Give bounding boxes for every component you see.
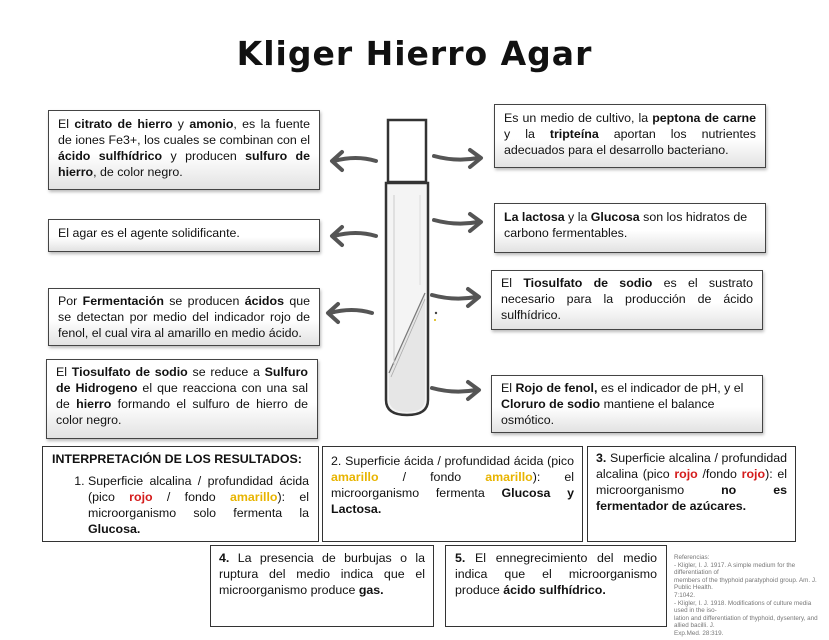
arrow-left-icon	[330, 150, 378, 172]
results-box-3: 3. Superficie alcalina / profundidad alc…	[587, 446, 796, 542]
reference-line: lation and differentiation of thyphoid, …	[674, 614, 818, 630]
arrow-right-icon	[430, 380, 481, 401]
thiosulfate-reduction-box: El Tiosulfato de sodio se reduce a Sulfu…	[46, 359, 318, 439]
reference-line: members of the thyphoid paratyphoid grou…	[674, 576, 817, 592]
arrow-left-icon	[326, 302, 374, 324]
phenol-red-box: El Rojo de fenol, es el indicador de pH,…	[491, 375, 763, 433]
arrow-right-icon	[432, 148, 483, 169]
results-box-1: INTERPRETACIÓN DE LOS RESULTADOS: Superf…	[42, 446, 319, 542]
results-box-2: 2. Superficie ácida / profundidad ácida …	[322, 446, 583, 542]
arrow-right-icon	[430, 287, 481, 308]
reference-line: - Kligler, I. J. 1918. Modifications of …	[674, 599, 812, 615]
results-heading: INTERPRETACIÓN DE LOS RESULTADOS:	[52, 452, 302, 466]
results-box-4: 4. La presencia de burbujas o la ruptura…	[210, 545, 434, 627]
agar-box: El agar es el agente solidificante.	[48, 219, 320, 252]
result-item-1: Superficie alcalina / profundidad ácida …	[88, 473, 309, 537]
results-box-5: 5. El ennegrecimiento del medio indica q…	[445, 545, 667, 627]
reference-line: - Kligler, I. J. 1917. A simple medium f…	[674, 561, 796, 577]
reference-line: Referencias:	[674, 554, 710, 561]
test-tube-illustration	[384, 118, 438, 417]
thiosulfate-substrate-box: El Tiosulfato de sodio es el sustrato ne…	[491, 270, 763, 330]
peptone-box: Es un medio de cultivo, la peptona de ca…	[494, 104, 766, 168]
references: Referencias: - Kligler, I. J. 1917. A si…	[674, 554, 824, 638]
fermentation-box: Por Fermentación se producen ácidos que …	[48, 288, 320, 346]
reference-line: 7:1042.	[674, 591, 696, 599]
page-title: Kliger Hierro Agar	[236, 34, 593, 73]
reference-line: Exp.Med. 28:319.	[674, 629, 724, 637]
arrow-right-icon	[432, 212, 483, 233]
lactose-glucose-box: La lactosa y la Glucosa son los hidratos…	[494, 203, 766, 253]
arrow-left-icon	[330, 225, 378, 247]
iron-citrate-box: El citrato de hierro y amonio, es la fue…	[48, 110, 320, 190]
